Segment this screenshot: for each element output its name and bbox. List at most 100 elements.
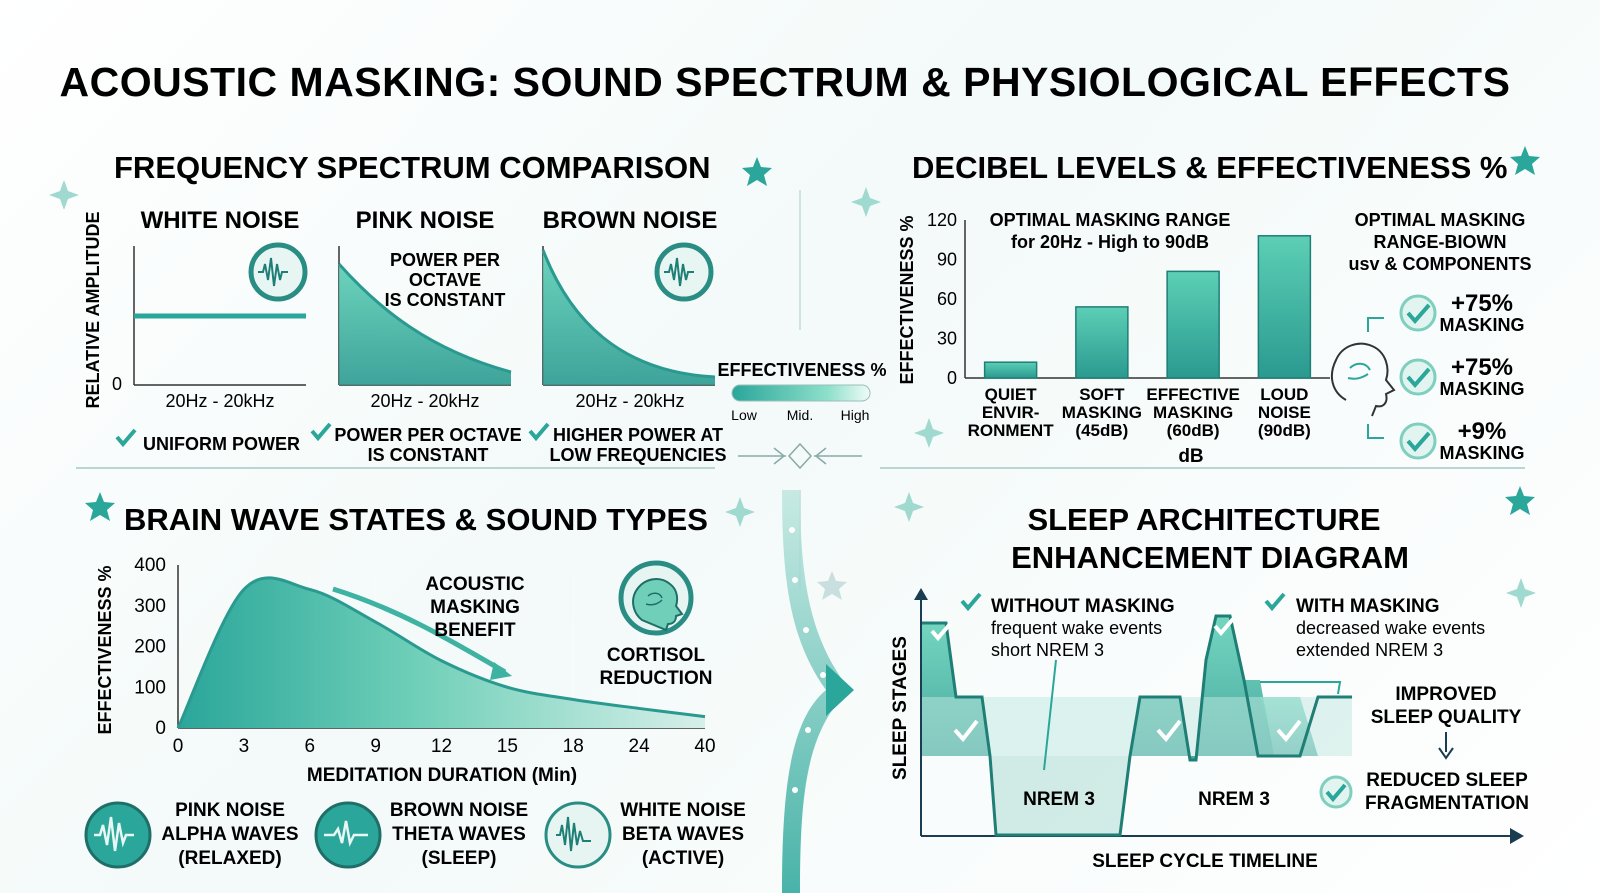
wave-white-line1: WHITE NOISE — [620, 800, 746, 821]
sleep-section: SLEEP ARCHITECTURE ENHANCEMENT DIAGRAM S… — [890, 502, 1529, 872]
pink-noise-note-1: POWER PER — [390, 250, 500, 270]
check-circle-icon — [1319, 775, 1353, 809]
check-icon — [1264, 592, 1286, 612]
check-circle-icon — [1399, 358, 1437, 396]
wave-pink-line1: PINK NOISE — [175, 800, 285, 821]
check-icon — [960, 592, 982, 612]
sleep-title-2: ENHANCEMENT DIAGRAM — [1011, 540, 1409, 575]
arrow-right-icon — [1510, 828, 1524, 844]
category-label: (45dB) — [1075, 421, 1128, 440]
decibel-x-label: dB — [1178, 446, 1203, 467]
star-icon — [742, 157, 772, 186]
bar — [1075, 306, 1129, 379]
without-masking-line1: frequent wake events — [991, 618, 1162, 638]
wave-pink-line3: (RELAXED) — [178, 848, 281, 869]
sparkle-icon — [894, 492, 924, 522]
wave-white-line2: BETA WAVES — [622, 824, 744, 845]
sparkle-icon — [851, 187, 881, 217]
legend-high: High — [841, 407, 870, 423]
pink-noise-note-2: OCTAVE — [409, 270, 481, 290]
x-tick-label: 3 — [239, 736, 250, 757]
x-tick-label: 0 — [173, 736, 184, 757]
brainwave-title: BRAIN WAVE STATES & SOUND TYPES — [124, 502, 708, 537]
y-tick-label: 0 — [155, 718, 166, 739]
effectiveness-legend: EFFECTIVENESS % Low Mid. High — [717, 360, 887, 470]
brown-noise-title: BROWN NOISE — [543, 207, 718, 234]
benefit-label-2: MASKING — [430, 597, 520, 618]
brown-noise-area — [543, 250, 715, 385]
side-item-1: +75% MASKING — [1399, 290, 1525, 335]
benefit-label-1: ACOUSTIC — [425, 574, 525, 595]
with-masking-line2: extended NREM 3 — [1296, 640, 1443, 660]
check-icon — [953, 719, 979, 743]
category-label: EFFECTIVE — [1146, 385, 1240, 404]
pink-noise-area — [339, 264, 511, 385]
benefit-arrow — [332, 586, 507, 675]
brainwave-area — [178, 577, 705, 728]
side-bracket — [1367, 317, 1384, 439]
nrem-label-right: NREM 3 — [1198, 789, 1270, 810]
x-tick-label: 6 — [304, 736, 315, 757]
side-item-2-label: MASKING — [1440, 379, 1525, 399]
y-tick-label: 100 — [134, 677, 166, 698]
category-label: QUIET — [985, 385, 1038, 404]
wave-brown-line2: THETA WAVES — [392, 824, 526, 845]
bar — [1257, 235, 1312, 379]
white-noise-range: 20Hz - 20kHz — [165, 391, 274, 411]
cortisol-label-2: REDUCTION — [600, 668, 713, 689]
y-tick-label: 300 — [134, 596, 166, 617]
wave-brown-line1: BROWN NOISE — [390, 800, 528, 821]
annotation-pointer — [1043, 659, 1057, 771]
category-label: LOUD — [1260, 385, 1308, 404]
brainwave-x-label: MEDITATION DURATION (Min) — [307, 765, 577, 786]
brain-head-icon — [618, 560, 694, 636]
x-tick-label: 18 — [563, 736, 584, 757]
wave-type-pink: PINK NOISE ALPHA WAVES (RELAXED) — [84, 800, 299, 869]
pink-noise-check-2: IS CONSTANT — [368, 445, 489, 465]
sparkle-icon — [725, 497, 755, 527]
reduced-label-1: REDUCED SLEEP — [1366, 770, 1528, 791]
sound-wave-icon — [654, 242, 714, 302]
brown-noise-curve — [541, 249, 716, 379]
x-tick-label: 40 — [694, 736, 715, 757]
wave-pink-line2: ALPHA WAVES — [161, 824, 298, 845]
check-icon — [310, 422, 332, 442]
legend-low: Low — [731, 407, 758, 423]
arrow-up-icon — [914, 588, 928, 600]
wave-white-line3: (ACTIVE) — [642, 848, 724, 869]
side-item-3: +9% MASKING — [1399, 418, 1525, 463]
sleep-title-1: SLEEP ARCHITECTURE — [1027, 502, 1380, 537]
arrow-head-icon — [490, 662, 512, 680]
spectrum-y-label: RELATIVE AMPLITUDE — [83, 212, 103, 409]
check-icon — [115, 428, 137, 448]
reduced-label-2: FRAGMENTATION — [1365, 793, 1529, 814]
y-tick-label: 60 — [937, 289, 957, 309]
pink-noise-title: PINK NOISE — [356, 207, 495, 234]
category-label: (90dB) — [1258, 421, 1311, 440]
decibel-categories: QUIETENVIR-RONMENTSOFTMASKING(45dB)EFFEC… — [968, 385, 1311, 440]
side-title-3: usv & COMPONENTS — [1348, 254, 1531, 274]
brainwave-y-label: EFFECTIVENESS % — [95, 565, 115, 734]
sleep-y-label: SLEEP STAGES — [890, 636, 911, 780]
without-masking-title: WITHOUT MASKING — [991, 596, 1175, 617]
star-icon — [817, 571, 847, 600]
improved-label-2: SLEEP QUALITY — [1371, 707, 1522, 728]
sound-wave-icon — [248, 242, 308, 302]
y-tick-label: 90 — [937, 250, 957, 270]
wave-type-white: WHITE NOISE BETA WAVES (ACTIVE) — [544, 800, 746, 869]
pink-noise-range: 20Hz - 20kHz — [370, 391, 479, 411]
star-icon — [1510, 146, 1540, 175]
star-icon — [1505, 486, 1535, 515]
side-item-3-value: +9% — [1458, 418, 1507, 445]
check-icon — [930, 622, 952, 642]
brown-noise-range: 20Hz - 20kHz — [575, 391, 684, 411]
white-noise-check-text: UNIFORM POWER — [143, 434, 300, 454]
with-masking-title: WITH MASKING — [1296, 596, 1440, 617]
decibel-y-label: EFFECTIVENESS % — [897, 215, 917, 384]
with-masking-line1: decreased wake events — [1296, 618, 1485, 638]
nrem-label-left: NREM 3 — [1023, 789, 1095, 810]
